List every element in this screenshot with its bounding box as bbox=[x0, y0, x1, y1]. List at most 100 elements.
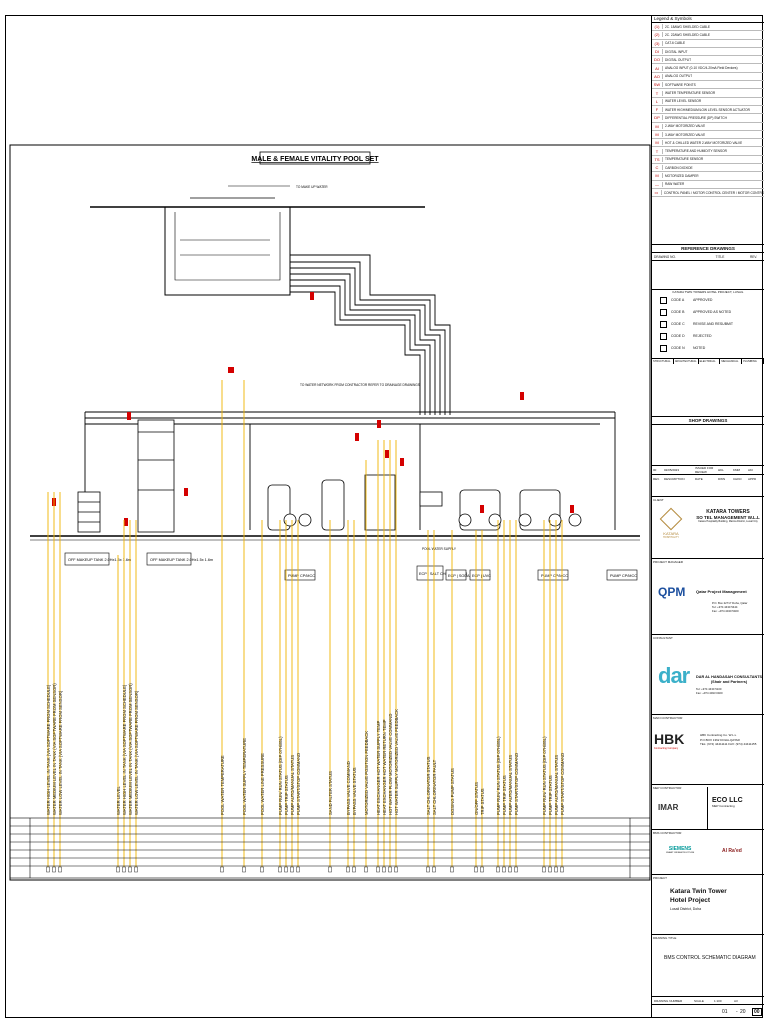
point-label: TRIP STATUS bbox=[480, 788, 485, 815]
pump-ctrl-3-label: PUMP CP/MCC bbox=[610, 574, 637, 578]
legend-text: 2C. 22AWG SHIELDED CABLE bbox=[665, 32, 711, 37]
io-point-marker bbox=[450, 866, 454, 873]
shop-cell: ISSUED FOR REVIEW bbox=[695, 466, 714, 474]
bms-contractor-block: BMS CONTRACTOR SIEMENS SMART INFRASTRUCT… bbox=[652, 830, 764, 875]
legend-symbol: SW bbox=[652, 82, 663, 88]
io-point-marker bbox=[502, 866, 506, 873]
checkbox[interactable] bbox=[660, 308, 667, 316]
project-block: PROJECT Katara Twin Tower Hotel Project … bbox=[652, 875, 764, 935]
main-pipelines bbox=[30, 411, 640, 541]
point-label: PUMP AUTO/MANUAL STATUS bbox=[290, 755, 295, 815]
checkbox[interactable] bbox=[660, 320, 667, 328]
legend-text: WATER HIGH/MEDIUM/LOW LEVEL SENSOR ACTUA… bbox=[665, 107, 750, 112]
point-label: HOT WATER FLOW MOTORIZED VALVE COMMAND bbox=[388, 714, 393, 815]
legend-text: WATER LEVEL SENSOR bbox=[665, 99, 702, 104]
point-label: SALT CHLORINATOR FAULT bbox=[432, 759, 437, 815]
point-label: PUMP RUN/ RUN STATUS (DIP 07H/85L) bbox=[542, 736, 547, 815]
legend-text: DIGITAL OUTPUT bbox=[665, 57, 692, 62]
ref-col-title: TITLE bbox=[715, 254, 725, 259]
review-header: KATARA TWIN TOWERS HOTEL PROJECT, LUSAIL bbox=[672, 290, 744, 294]
legend-symbol: T bbox=[652, 148, 663, 154]
client-logo-sub: HOSPITALITY bbox=[662, 536, 680, 539]
consultant-tel: Tel: +974 4430 5100 bbox=[696, 687, 722, 691]
legend-text: ANALOG OUTPUT bbox=[665, 74, 693, 79]
legend-text: ANALOG INPUT (0-10 VDC/4-20mA Field Devi… bbox=[665, 66, 738, 71]
drawing-title-label: DRAWING TITLE bbox=[653, 936, 677, 940]
legend-symbol: DP bbox=[652, 115, 663, 121]
point-label: PUMP AUTO/MANUAL STATUS bbox=[508, 755, 513, 815]
project-location: Lusail District, Doha bbox=[670, 907, 702, 911]
drawing-number-block: DRAWING NUMBER SCALE 1:100 A3 01 - 20 00 bbox=[652, 997, 764, 1018]
io-point-marker bbox=[426, 866, 430, 873]
legend-text: TEMPERATURE SENSOR bbox=[665, 157, 704, 162]
scale-value: 1:100 bbox=[714, 998, 722, 1003]
io-point-marker bbox=[496, 866, 500, 873]
io-point-marker bbox=[278, 866, 282, 873]
pump-ctrl-1-label: PUMP CP/MCC bbox=[288, 574, 315, 578]
pm-address: P.O. Box 22717 Doha, Qatar bbox=[712, 601, 748, 605]
io-point-marker bbox=[548, 866, 552, 873]
point-label: BYPASS VALVE COMMAND bbox=[346, 761, 351, 815]
ref-col-rev: REV. bbox=[750, 254, 758, 259]
io-point-marker bbox=[432, 866, 436, 873]
io-point-marker bbox=[116, 866, 120, 873]
legend-symbol: TS bbox=[652, 156, 663, 162]
client-address: Katara Hospitality Building, Marina Dist… bbox=[698, 520, 758, 523]
point-label: WATER LEVEL bbox=[116, 785, 121, 815]
io-point-marker bbox=[128, 866, 132, 873]
io-point-marker bbox=[220, 866, 224, 873]
code-id: CODE A bbox=[671, 298, 685, 302]
hbk-logo-sub: Contracting Company bbox=[654, 747, 679, 750]
project-name2: Hotel Project bbox=[670, 897, 711, 904]
consultant-name2: (Shair and Partners) bbox=[710, 680, 748, 684]
io-point-marker bbox=[382, 866, 386, 873]
dwg-no-label: DRAWING NUMBER bbox=[654, 998, 683, 1003]
checkbox[interactable] bbox=[660, 344, 667, 352]
point-label: WATER HIGH LEVEL IN TANK (VIA SOFTWARE F… bbox=[122, 684, 127, 815]
ecp-soda-label: ECP | SODA bbox=[448, 574, 470, 578]
shop-cell: 02/05/2023 bbox=[664, 468, 680, 472]
code-id: CODE N bbox=[671, 346, 685, 350]
revision: 00 bbox=[752, 1008, 762, 1016]
dar-logo: dar bbox=[658, 663, 690, 688]
point-label: WATER MEDIUM LEVEL IN TANK (VIA SOFTWARE… bbox=[52, 683, 57, 815]
project-label: PROJECT bbox=[653, 876, 668, 880]
drawing-title-block: DRAWING TITLE BMS CONTROL SCHEMATIC DIAG… bbox=[652, 935, 764, 997]
consultant-fax: Fax: +974 4493 0400 bbox=[696, 691, 723, 695]
sheet-total: 20 bbox=[740, 1009, 746, 1015]
legend-text: CONTROL PANEL / MOTOR CONTROL CENTER / M… bbox=[663, 190, 764, 195]
legend-item: —RAW WATER bbox=[652, 181, 764, 189]
io-point-marker bbox=[260, 866, 264, 873]
code-id: CODE C bbox=[671, 322, 685, 326]
io-table bbox=[9, 817, 651, 879]
client-logo-text: KATARA bbox=[663, 531, 679, 536]
checkbox[interactable] bbox=[660, 296, 667, 304]
io-point-marker bbox=[352, 866, 356, 873]
io-point-marker bbox=[554, 866, 558, 873]
point-label: PUMP AUTO/MANUAL STATUS bbox=[554, 755, 559, 815]
point-label: PUMP START/STOP COMMAND bbox=[560, 753, 565, 815]
checkbox[interactable] bbox=[660, 332, 667, 340]
io-point-marker bbox=[560, 866, 564, 873]
point-label: HEAT EXCHANGER HOT WATER RETURN TEMP bbox=[382, 719, 387, 815]
point-label: BYPASS VALVE STATUS bbox=[352, 767, 357, 815]
io-point-marker bbox=[376, 866, 380, 873]
point-label: POOL WATER TEMPERATURE bbox=[220, 755, 225, 815]
legend-symbol: ▭ bbox=[652, 190, 662, 196]
